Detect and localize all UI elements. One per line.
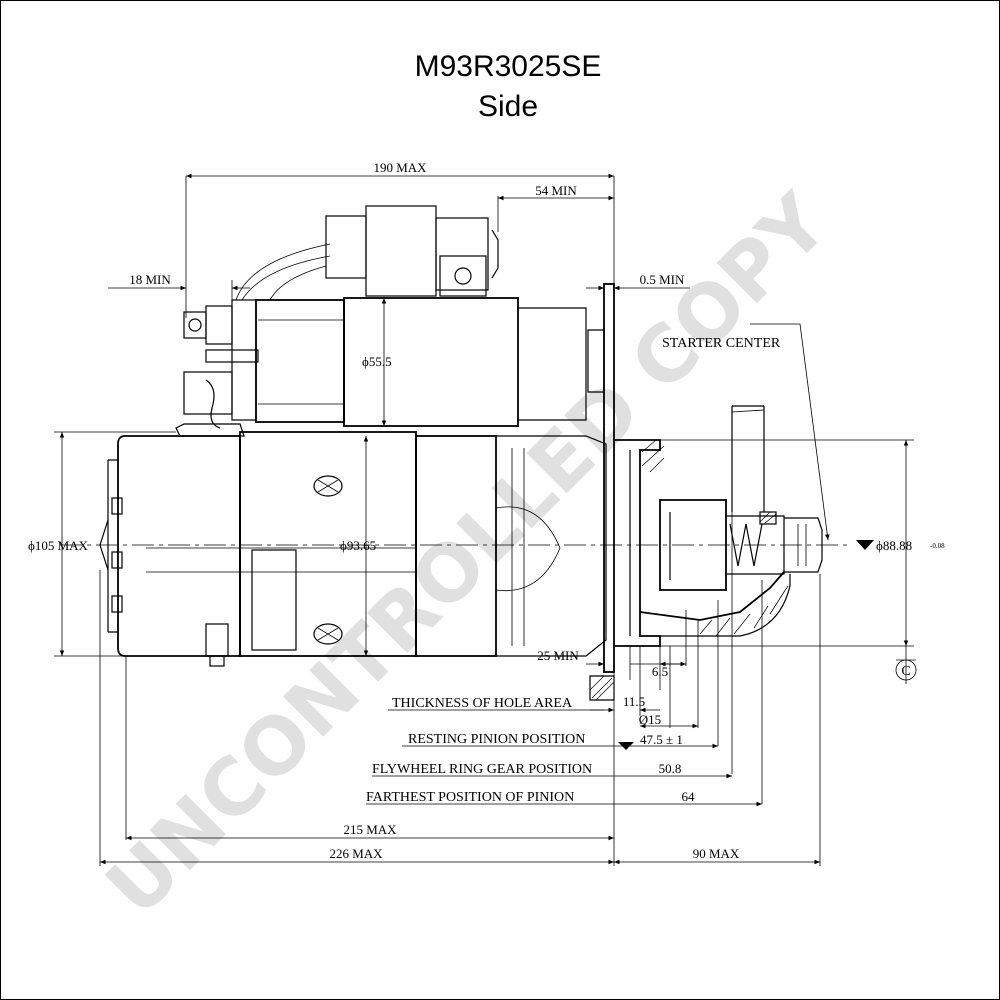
drawing-subtitle: Side: [478, 90, 538, 123]
label-thickness-of-hole-area: THICKNESS OF HOLE AREA: [392, 696, 573, 711]
dim-64: 64: [682, 789, 696, 804]
dim-11-5: 11.5: [623, 694, 645, 709]
drive-nose: [614, 405, 823, 647]
drawing-title: M93R3025SE: [415, 50, 602, 83]
label-flywheel-ring-gear-position: FLYWHEEL RING GEAR POSITION: [372, 762, 592, 777]
dim-dia-88-88: ϕ88.88: [876, 538, 912, 553]
label-farthest-position-of-pinion: FARTHEST POSITION OF PINION: [366, 790, 574, 805]
dimension-lines: [54, 173, 917, 866]
dim-0-5-min: 0.5 MIN: [640, 272, 685, 287]
dim-dia-55-5: ϕ55.5: [362, 354, 392, 369]
dim-215-max: 215 MAX: [343, 822, 397, 837]
dim-dia-88-tolerance: -0.08: [930, 542, 945, 550]
dim-6-5: 6.5: [652, 664, 668, 679]
solenoid: [175, 205, 587, 437]
dim-50-8: 50.8: [659, 761, 682, 776]
dim-dia-93-65: ϕ93.65: [340, 538, 376, 553]
dim-90-max: 90 MAX: [693, 846, 740, 861]
dim-dia-15: Ø15: [639, 712, 661, 727]
dim-190-max: 190 MAX: [373, 160, 427, 175]
centerline-symbol: C: [901, 664, 910, 679]
label-resting-pinion-position: RESTING PINION POSITION: [408, 732, 585, 747]
dim-25-min: 25 MIN: [537, 648, 579, 663]
dim-47-5: 47.5 ± 1: [640, 732, 683, 747]
dim-226-max: 226 MAX: [329, 846, 383, 861]
dim-54-min: 54 MIN: [535, 183, 577, 198]
dim-18-min: 18 MIN: [129, 272, 171, 287]
label-starter-center: STARTER CENTER: [662, 336, 781, 351]
dim-dia-105-max: ϕ105 MAX: [28, 538, 89, 553]
